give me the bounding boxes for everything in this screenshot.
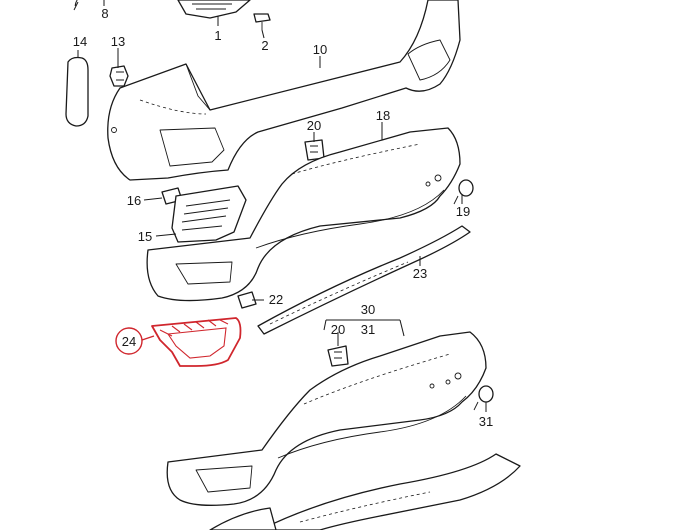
callout-13[interactable]: 13 bbox=[111, 34, 125, 49]
callout-8[interactable]: 8 bbox=[101, 6, 108, 21]
bottom-diffuser-part[interactable] bbox=[209, 453, 521, 530]
part-13-clip[interactable] bbox=[109, 65, 129, 87]
callout-20-upper[interactable]: 20 bbox=[307, 118, 321, 133]
callout-15[interactable]: 15 bbox=[138, 229, 152, 244]
callout-23[interactable]: 23 bbox=[413, 266, 427, 281]
part-1-bracket[interactable] bbox=[177, 0, 251, 19]
part-14-reflector[interactable] bbox=[65, 56, 89, 127]
callout-31-upper[interactable]: 31 bbox=[361, 322, 375, 337]
callout-7[interactable]: 7 bbox=[72, 0, 79, 9]
part-30-lower-bumper-assembly[interactable] bbox=[166, 331, 487, 506]
part-24-trim-highlighted[interactable] bbox=[151, 317, 242, 367]
part-22-clip[interactable] bbox=[237, 291, 257, 309]
part-18-lower-bumper-cover[interactable] bbox=[146, 127, 461, 302]
part-15-grille[interactable] bbox=[171, 185, 247, 243]
callout-16[interactable]: 16 bbox=[127, 193, 141, 208]
callout-labels: 7 8 1 2 14 13 10 18 20 16 19 15 23 22 30… bbox=[72, 0, 493, 429]
callout-18[interactable]: 18 bbox=[376, 108, 390, 123]
callout-30[interactable]: 30 bbox=[361, 302, 375, 317]
part-10-upper-bumper-cover[interactable] bbox=[107, 0, 461, 181]
part-20-clip-lower[interactable] bbox=[327, 345, 349, 367]
part-31-cap[interactable] bbox=[473, 385, 494, 411]
callout-24-highlight[interactable]: 24 bbox=[115, 327, 143, 355]
part-19-cap[interactable] bbox=[453, 179, 474, 205]
callout-24[interactable]: 24 bbox=[122, 334, 136, 349]
callout-1[interactable]: 1 bbox=[214, 28, 221, 43]
part-23-trim-strip[interactable] bbox=[257, 225, 471, 335]
callout-22[interactable]: 22 bbox=[269, 292, 283, 307]
part-20-clip-upper[interactable] bbox=[304, 139, 325, 161]
callout-20-lower[interactable]: 20 bbox=[331, 322, 345, 337]
callout-10[interactable]: 10 bbox=[313, 42, 327, 57]
callout-19[interactable]: 19 bbox=[456, 204, 470, 219]
callout-31-lower[interactable]: 31 bbox=[479, 414, 493, 429]
callout-14[interactable]: 14 bbox=[73, 34, 87, 49]
part-2-screw[interactable] bbox=[253, 13, 271, 30]
leader-lines bbox=[73, 0, 487, 412]
callout-2[interactable]: 2 bbox=[261, 38, 268, 53]
